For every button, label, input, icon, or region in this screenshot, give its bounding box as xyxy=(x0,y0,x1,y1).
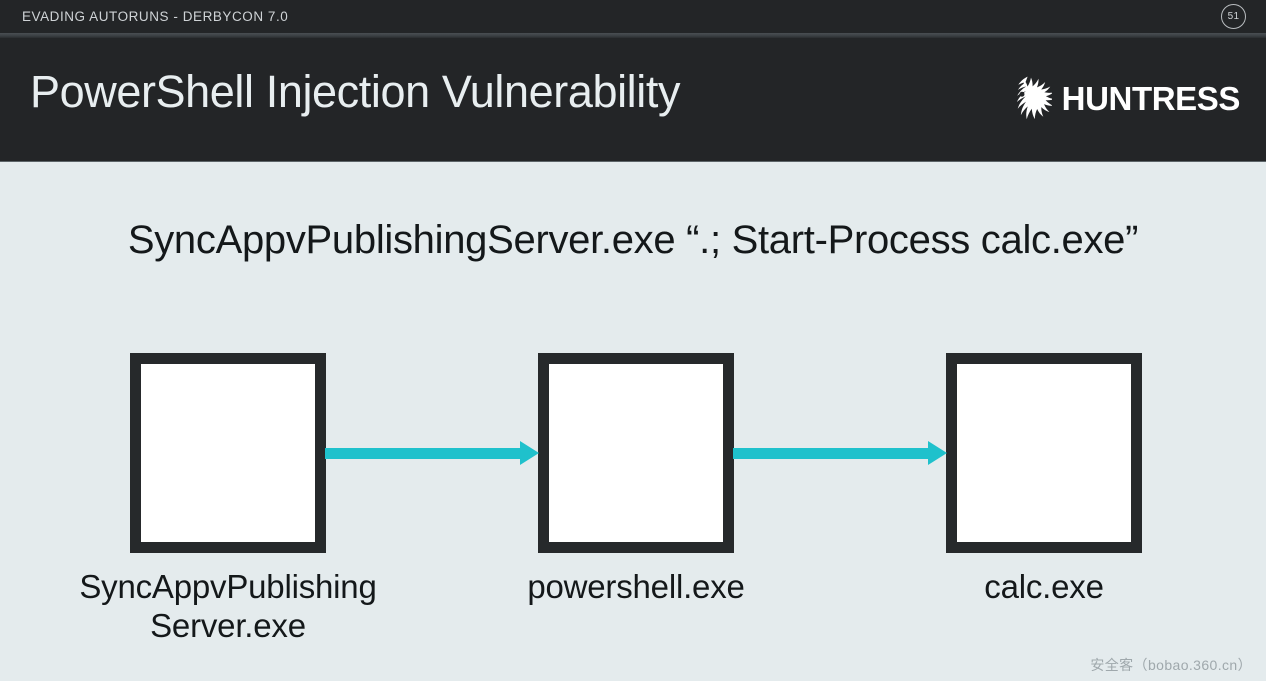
page-title: PowerShell Injection Vulnerability xyxy=(30,66,681,117)
process-label-line2: Server.exe xyxy=(150,606,306,644)
top-status-bar: EVADING AUTORUNS - DERBYCON 7.0 51 xyxy=(0,0,1266,33)
arrow-syncappv-to-powershell xyxy=(325,441,540,465)
arrow-head xyxy=(928,441,947,465)
breadcrumb: EVADING AUTORUNS - DERBYCON 7.0 xyxy=(22,9,289,24)
watermark: 安全客（bobao.360.cn） xyxy=(1090,657,1252,673)
process-chain-diagram xyxy=(0,353,1266,563)
process-label-syncappv: SyncAppvPublishing Server.exe xyxy=(28,568,428,646)
page-number-badge: 51 xyxy=(1221,4,1246,29)
arrow-shaft xyxy=(325,448,521,459)
header-divider xyxy=(0,33,1266,38)
process-box-powershell xyxy=(538,353,734,553)
process-label-powershell: powershell.exe xyxy=(436,568,836,607)
huntress-logo: HUNTRESS xyxy=(1004,74,1240,122)
process-label-line1: powershell.exe xyxy=(527,568,745,605)
arrow-powershell-to-calc xyxy=(733,441,948,465)
process-label-calc: calc.exe xyxy=(844,568,1244,607)
process-label-line1: SyncAppvPublishing xyxy=(79,568,377,605)
huntress-falcon-icon xyxy=(1016,76,1052,120)
command-text: SyncAppvPublishingServer.exe “.; Start-P… xyxy=(127,218,1139,262)
brand-wordmark: HUNTRESS xyxy=(1061,79,1241,117)
process-box-syncappv xyxy=(130,353,326,553)
slide-header: PowerShell Injection Vulnerability HUNTR… xyxy=(0,38,1266,162)
slide-content: SyncAppvPublishingServer.exe “.; Start-P… xyxy=(0,163,1266,681)
arrow-head xyxy=(520,441,539,465)
arrow-shaft xyxy=(733,448,929,459)
process-label-line1: calc.exe xyxy=(984,568,1104,605)
process-box-calc xyxy=(946,353,1142,553)
